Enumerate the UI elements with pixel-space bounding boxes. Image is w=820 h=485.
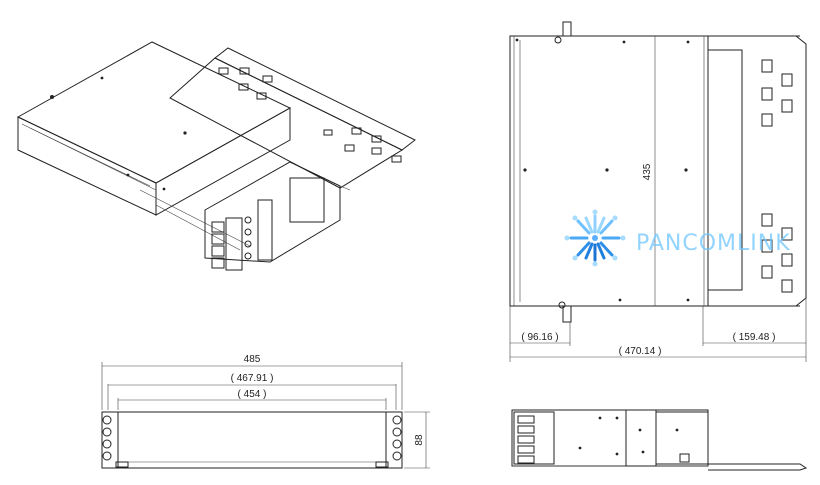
dim-front-inner-width: ( 454 ) [238,389,267,400]
dim-top-tray-width: ( 159.48 ) [733,332,776,343]
dim-top-depth: 435 [642,163,653,180]
dim-top-left-offset: ( 96.16 ) [521,332,558,343]
front-view: 485 ( 467.91 ) ( 454 ) 88 [101,354,430,469]
isometric-view [16,41,416,271]
watermark-text: PANCOMLINK [636,231,791,256]
dim-front-total-width: 485 [244,354,261,365]
side-view [511,409,808,471]
dim-front-mid-width: ( 467.91 ) [231,373,274,384]
top-view: 435 ( 96.16 ) ( 159.48 ) ( 470.14 ) [509,21,807,362]
dim-front-height: 88 [414,434,425,446]
dim-top-total-width: ( 470.14 ) [619,346,662,357]
watermark-logo [564,209,626,267]
